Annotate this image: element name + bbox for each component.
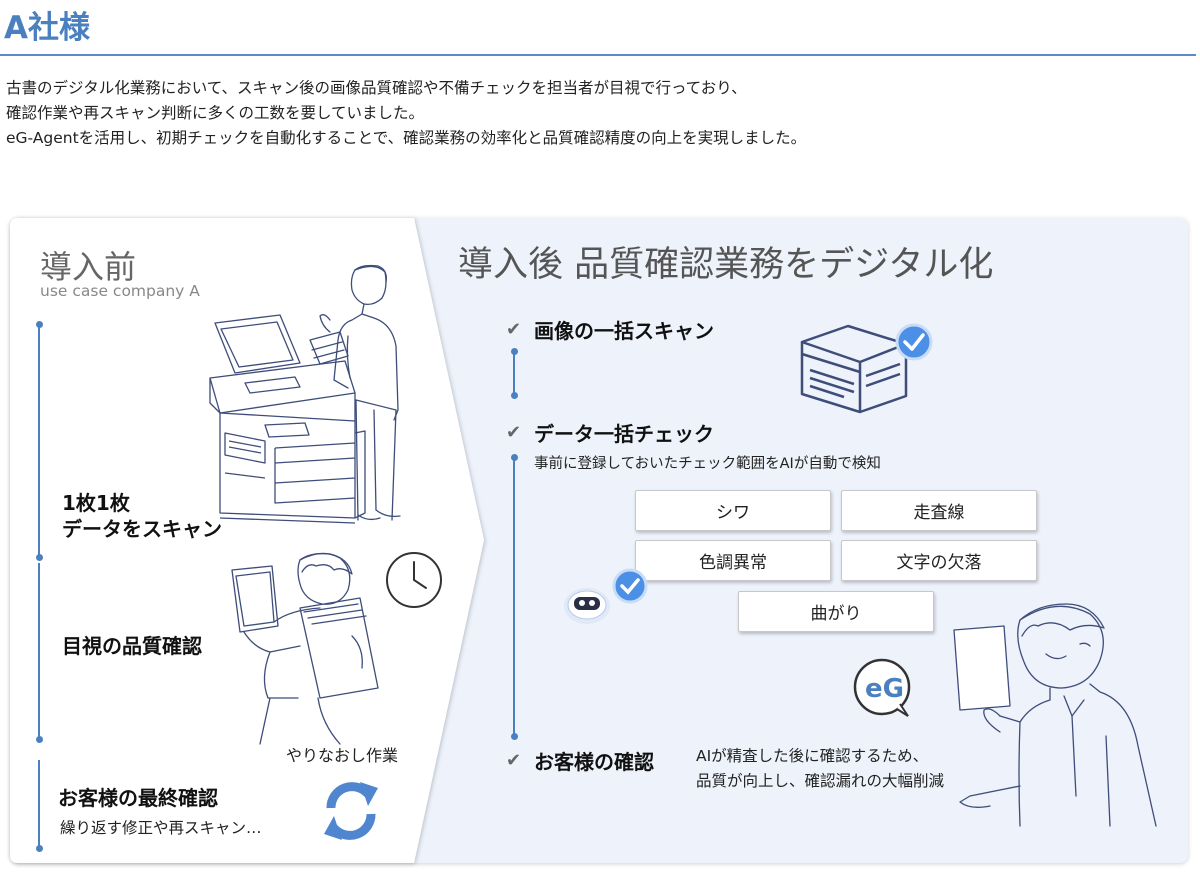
intro-line-3: eG-Agentを活用し、初期チェックを自動化することで、確認業務の効率化と品質… — [6, 129, 807, 147]
comparison-panel: 導入前 use case company A 1枚1枚 データをスキャン — [10, 218, 1188, 863]
detect-tag: 文字の欠落 — [841, 540, 1037, 581]
after-note-line1: AIが精査した後に確認するため、 — [696, 747, 929, 765]
copier-illustration — [209, 314, 366, 524]
check-icon: ✔ — [506, 750, 522, 771]
timeline-dot — [511, 392, 518, 399]
after-item-batch-scan: ✔ 画像の一括スキャン — [506, 315, 714, 344]
timeline-dot — [511, 348, 518, 355]
before-title: 導入前 — [40, 248, 137, 286]
page-title: A社様 — [4, 10, 90, 46]
detect-tag: 曲がり — [738, 591, 934, 632]
after-item-customer-check-label: お客様の確認 — [534, 750, 654, 774]
after-note-line2: 品質が向上し、確認漏れの大幅削減 — [696, 772, 945, 790]
timeline-line — [513, 460, 515, 736]
timeline-line — [38, 760, 40, 848]
detect-tag: 走査線 — [841, 490, 1037, 531]
eg-logo-text: eG — [865, 674, 904, 704]
operator-illustration — [309, 264, 401, 521]
before-step-final-check: お客様の最終確認 — [58, 786, 218, 810]
check-icon: ✔ — [506, 319, 522, 340]
title-divider — [0, 54, 1196, 56]
timeline-dot — [511, 733, 518, 740]
after-item-batch-check-note: 事前に登録しておいたチェック範囲をAIが自動で検知 — [534, 456, 881, 472]
timeline-dot — [36, 736, 43, 743]
detect-tag: シワ — [635, 490, 831, 531]
before-panel-shape — [10, 218, 484, 863]
timeline-dot — [36, 554, 43, 561]
redo-work-label: やりなおし作業 — [286, 746, 399, 765]
before-step-scan-line1: 1枚1枚 — [62, 491, 130, 515]
after-item-customer-check-note: AIが精査した後に確認するため、 品質が向上し、確認漏れの大幅削減 — [696, 744, 944, 794]
after-item-batch-check: ✔ データ一括チェック — [506, 418, 714, 447]
timeline-dot — [36, 845, 43, 852]
before-step-scan: 1枚1枚 データをスキャン — [62, 490, 222, 542]
after-item-batch-check-label: データ一括チェック — [534, 422, 714, 446]
clock-icon — [386, 552, 442, 608]
intro-text: 古書のデジタル化業務において、スキャン後の画像品質確認や不備チェックを担当者が目… — [6, 76, 1196, 151]
timeline-dot — [36, 321, 43, 328]
intro-line-2: 確認作業や再スキャン判断に多くの工数を要していました。 — [6, 104, 425, 122]
timeline-line — [513, 353, 515, 393]
after-item-customer-check: ✔ お客様の確認 — [506, 746, 654, 775]
timeline-line — [38, 325, 40, 556]
refresh-icon — [324, 782, 378, 840]
customer-illustration — [953, 603, 1157, 827]
detect-tag: 色調異常 — [635, 540, 831, 581]
after-title: 導入後 品質確認業務をデジタル化 — [458, 245, 994, 285]
document-box-icon — [800, 323, 933, 414]
inspector-illustration — [231, 552, 379, 745]
before-step-final-note: 繰り返す修正や再スキャン… — [60, 819, 262, 837]
check-icon: ✔ — [506, 422, 522, 443]
intro-line-1: 古書のデジタル化業務において、スキャン後の画像品質確認や不備チェックを担当者が目… — [6, 79, 747, 97]
before-subtitle: use case company A — [40, 282, 200, 300]
before-step-visual-check: 目視の品質確認 — [62, 634, 202, 658]
eg-logo-icon: eG — [853, 658, 911, 717]
after-item-batch-scan-label: 画像の一括スキャン — [534, 319, 714, 343]
timeline-line — [38, 563, 40, 737]
robot-icon — [564, 568, 648, 624]
before-step-scan-line2: データをスキャン — [62, 517, 222, 541]
timeline-dot — [511, 454, 518, 461]
